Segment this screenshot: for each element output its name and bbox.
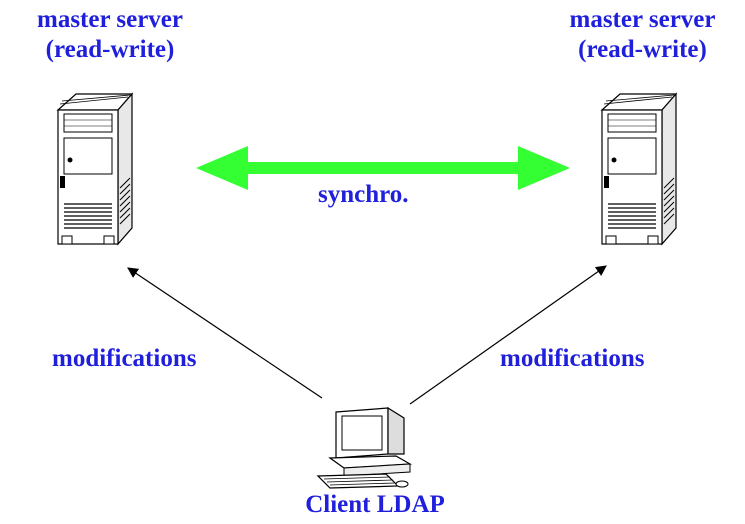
master-server-right-line1: master server: [569, 6, 716, 33]
master-server-right-line2: (read-write): [578, 36, 707, 63]
modifications-right-label: modifications: [500, 345, 645, 372]
client-ldap-label: Client LDAP: [305, 491, 445, 518]
arrow-client-to-left-server: [127, 267, 323, 399]
arrow-client-to-right-server: [409, 265, 607, 405]
modifications-left-label: modifications: [52, 345, 197, 372]
sync-label: synchro.: [318, 181, 409, 208]
master-server-left-line2: (read-write): [45, 36, 175, 63]
master-server-left-line1: master server: [37, 6, 183, 33]
master-server-right-label: master server (read-write): [540, 5, 745, 65]
server-right-icon: [600, 92, 678, 246]
sync-double-arrow: [196, 146, 570, 190]
client-computer-icon: [316, 406, 413, 489]
master-server-left-label: master server (read-write): [0, 5, 220, 65]
server-left-icon: [56, 92, 134, 246]
